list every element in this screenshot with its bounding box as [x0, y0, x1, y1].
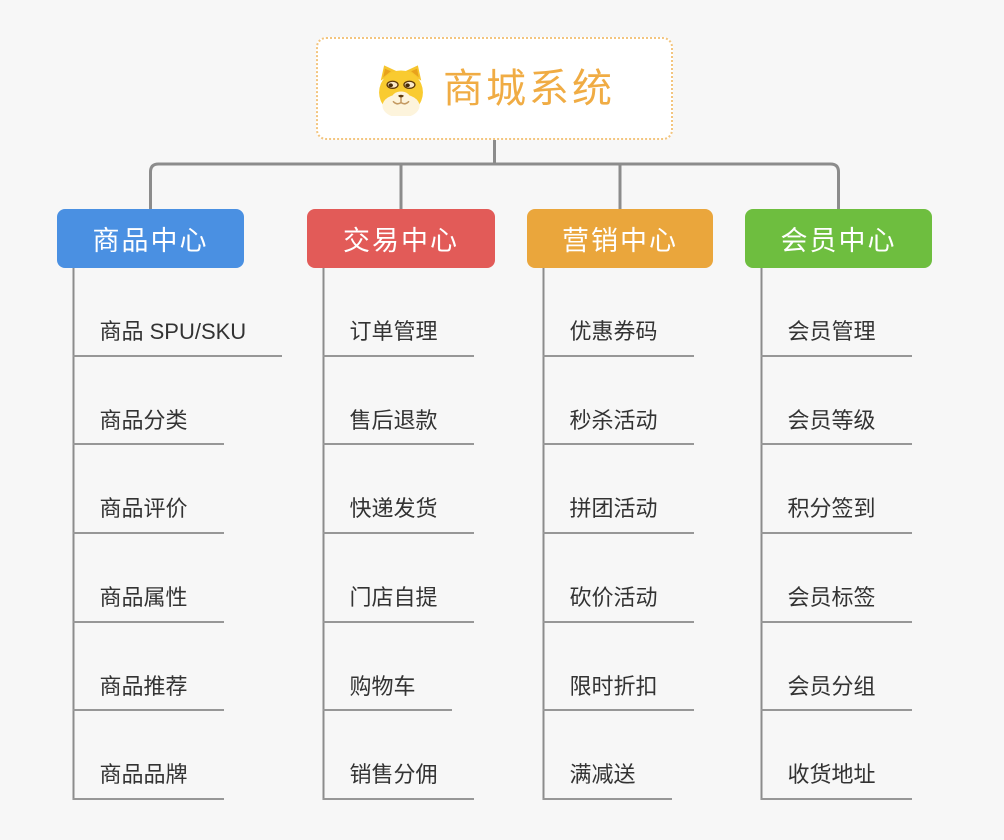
leaf-label: 会员等级: [760, 407, 912, 446]
branch-group-trade-center: 订单管理 售后退款 快递发货 门店自提 购物车 销售分佣: [322, 268, 474, 800]
leaf-item[interactable]: 门店自提: [322, 534, 474, 623]
leaf-label: 会员管理: [760, 318, 912, 357]
leaf-label: 会员标签: [760, 584, 912, 623]
leaf-item[interactable]: 商品评价: [72, 445, 283, 534]
leaf-item[interactable]: 秒杀活动: [542, 357, 694, 446]
leaf-label: 销售分佣: [322, 761, 474, 800]
doge-icon: [374, 62, 428, 116]
leaf-label: 商品品牌: [72, 761, 224, 800]
leaf-label: 商品分类: [72, 407, 224, 446]
leaf-item[interactable]: 商品品牌: [72, 711, 283, 800]
branch-header-member-center[interactable]: 会员中心: [745, 209, 932, 268]
leaf-item[interactable]: 商品推荐: [72, 623, 283, 712]
leaf-item[interactable]: 购物车: [322, 623, 474, 712]
leaf-label: 商品属性: [72, 584, 224, 623]
leaf-label: 门店自提: [322, 584, 474, 623]
leaf-label: 快递发货: [322, 495, 474, 534]
leaf-item[interactable]: 满减送: [542, 711, 694, 800]
leaf-label: 会员分组: [760, 673, 912, 712]
leaf-item[interactable]: 订单管理: [322, 268, 474, 357]
leaf-item[interactable]: 会员等级: [760, 357, 912, 446]
leaf-label: 秒杀活动: [542, 407, 694, 446]
leaf-item[interactable]: 会员标签: [760, 534, 912, 623]
leaf-item[interactable]: 积分签到: [760, 445, 912, 534]
leaf-item[interactable]: 商品 SPU/SKU: [72, 268, 283, 357]
leaf-item[interactable]: 优惠券码: [542, 268, 694, 357]
leaf-label: 限时折扣: [542, 673, 694, 712]
leaf-label: 商品推荐: [72, 673, 224, 712]
leaf-item[interactable]: 售后退款: [322, 357, 474, 446]
branch-header-trade-center[interactable]: 交易中心: [307, 209, 495, 268]
leaf-item[interactable]: 收货地址: [760, 711, 912, 800]
leaf-item[interactable]: 商品分类: [72, 357, 283, 446]
leaf-label: 订单管理: [322, 318, 474, 357]
leaf-item[interactable]: 砍价活动: [542, 534, 694, 623]
leaf-item[interactable]: 会员管理: [760, 268, 912, 357]
leaf-item[interactable]: 会员分组: [760, 623, 912, 712]
leaf-item[interactable]: 快递发货: [322, 445, 474, 534]
leaf-item[interactable]: 商品属性: [72, 534, 283, 623]
branch-group-member-center: 会员管理 会员等级 积分签到 会员标签 会员分组 收货地址: [760, 268, 912, 800]
branch-header-product-center[interactable]: 商品中心: [57, 209, 244, 268]
leaf-label: 购物车: [322, 673, 452, 712]
root-title: 商城系统: [443, 66, 615, 111]
leaf-label: 商品评价: [72, 495, 224, 534]
leaf-label: 满减送: [542, 761, 672, 800]
branch-rail-line: [149, 162, 840, 210]
root-node[interactable]: 商城系统: [316, 37, 673, 140]
branch-group-product-center: 商品 SPU/SKU 商品分类 商品评价 商品属性 商品推荐 商品品牌: [72, 268, 283, 800]
branch-group-marketing-center: 优惠券码 秒杀活动 拼团活动 砍价活动 限时折扣 满减送: [542, 268, 694, 800]
leaf-label: 商品 SPU/SKU: [72, 318, 283, 357]
leaf-item[interactable]: 限时折扣: [542, 623, 694, 712]
leaf-label: 拼团活动: [542, 495, 694, 534]
branch-header-marketing-center[interactable]: 营销中心: [527, 209, 713, 268]
leaf-label: 收货地址: [760, 761, 912, 800]
leaf-item[interactable]: 销售分佣: [322, 711, 474, 800]
leaf-label: 售后退款: [322, 407, 474, 446]
leaf-item[interactable]: 拼团活动: [542, 445, 694, 534]
leaf-label: 砍价活动: [542, 584, 694, 623]
leaf-label: 优惠券码: [542, 318, 694, 357]
leaf-label: 积分签到: [760, 495, 912, 534]
